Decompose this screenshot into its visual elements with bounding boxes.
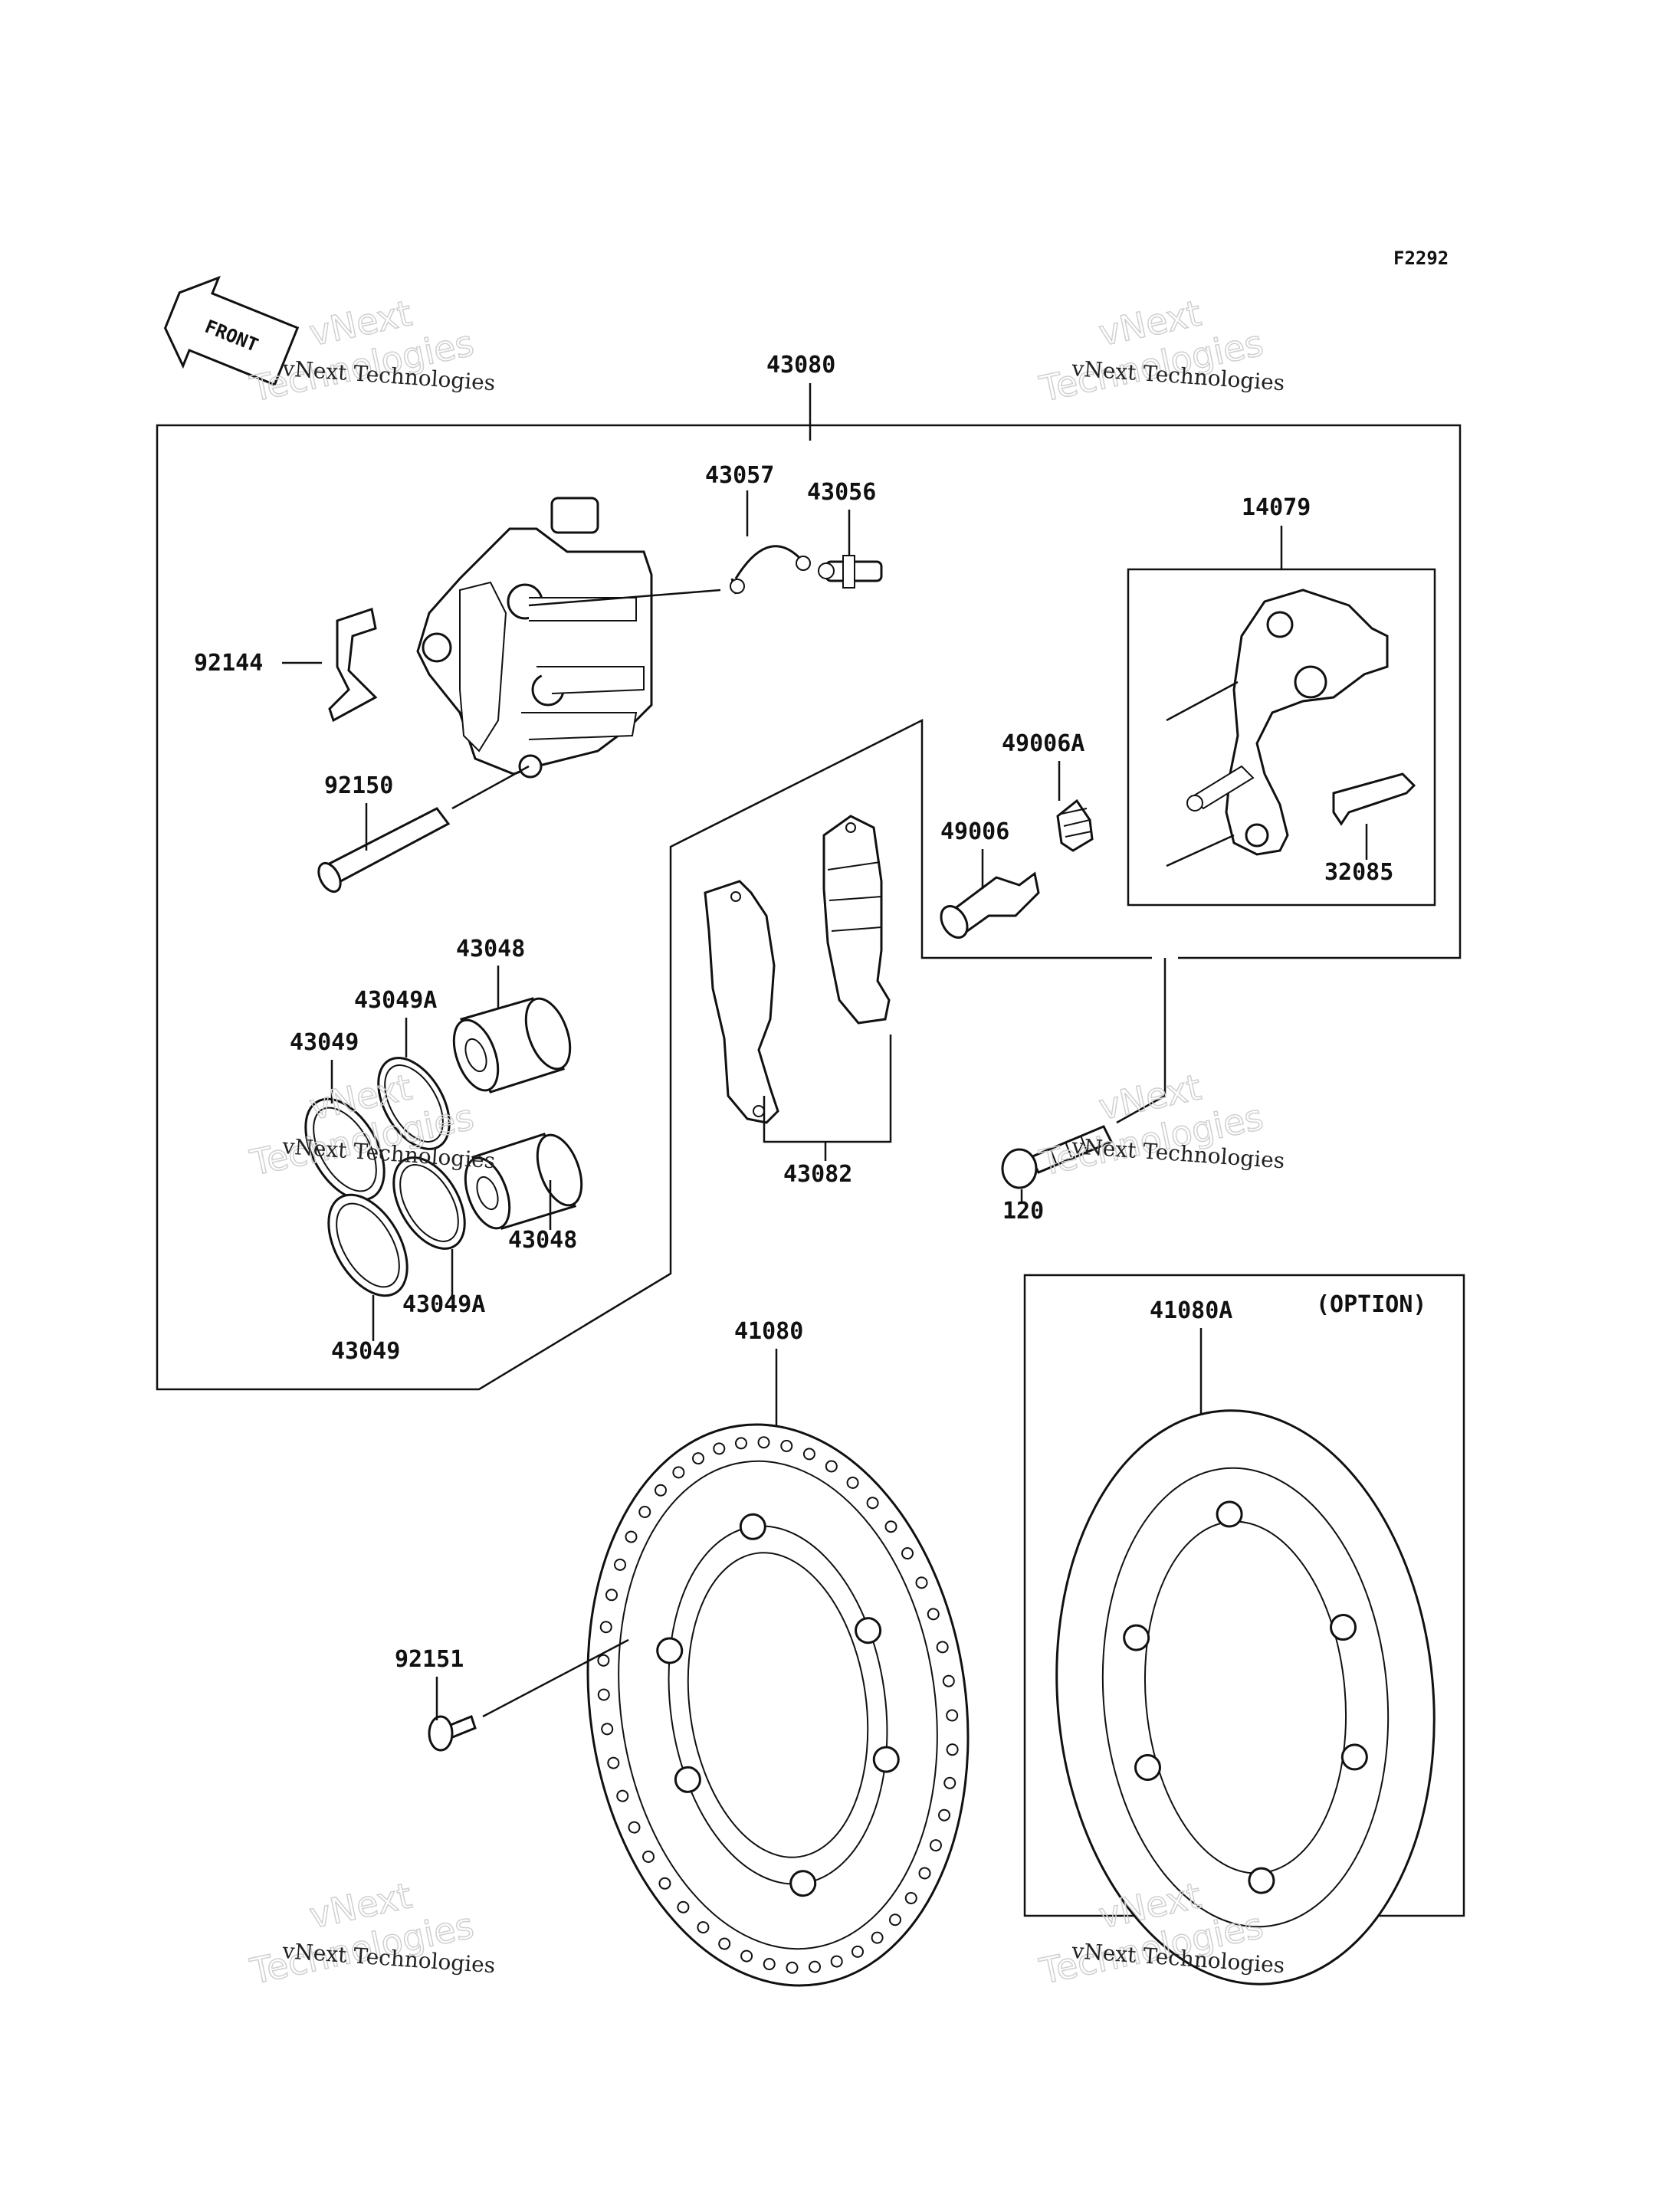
drill-hole — [691, 1452, 704, 1465]
part-label-41080A: 41080A — [1150, 1297, 1232, 1324]
drill-hole — [825, 1460, 838, 1473]
drill-hole — [718, 1937, 731, 1950]
part-label-43080: 43080 — [766, 352, 835, 379]
spring-32085 — [1332, 772, 1416, 826]
part-label-49006A: 49006A — [1002, 730, 1084, 757]
part-label-120: 120 — [1002, 1198, 1044, 1225]
drill-hole — [780, 1439, 793, 1452]
drill-hole — [628, 1821, 641, 1834]
brake-pad-right — [822, 815, 891, 1025]
drill-hole — [614, 1558, 627, 1571]
drill-hole — [757, 1436, 770, 1449]
drill-hole — [607, 1756, 620, 1769]
drill-hole — [642, 1850, 655, 1863]
front-arrow-icon: FRONT — [163, 275, 300, 386]
drill-hole — [658, 1877, 671, 1890]
part-label-92151: 92151 — [395, 1646, 464, 1673]
drill-hole — [918, 1867, 931, 1880]
part-label-49006: 49006 — [940, 818, 1009, 845]
part-label-43048-upper: 43048 — [456, 936, 525, 962]
drill-hole — [830, 1955, 843, 1968]
drill-hole — [851, 1945, 865, 1958]
drill-hole — [809, 1960, 822, 1973]
drill-hole — [942, 1674, 955, 1687]
drill-hole — [763, 1958, 776, 1971]
drill-hole — [625, 1530, 638, 1543]
drill-hole — [802, 1448, 815, 1461]
drill-hole — [672, 1466, 685, 1479]
drill-hole — [866, 1497, 879, 1510]
clip-43057 — [730, 545, 811, 595]
drill-hole — [888, 1913, 901, 1926]
piston-43048-upper — [452, 997, 572, 1094]
bleeder-valve-43056 — [818, 555, 883, 589]
drill-hole — [936, 1641, 949, 1654]
part-label-43049-upper: 43049 — [290, 1029, 359, 1056]
drill-hole — [904, 1891, 917, 1904]
brake-caliper-body — [416, 497, 653, 779]
part-label-41080: 41080 — [734, 1318, 803, 1345]
seal-43049A-lower — [392, 1156, 466, 1250]
part-label-14079: 14079 — [1242, 494, 1311, 521]
drill-hole — [846, 1476, 859, 1489]
drill-hole — [599, 1621, 612, 1634]
boot-49006A — [1056, 798, 1094, 852]
drill-hole — [601, 1723, 614, 1736]
drill-hole — [927, 1608, 940, 1621]
part-label-43048-lower: 43048 — [508, 1227, 577, 1254]
drill-hole — [677, 1900, 690, 1913]
brake-disc-41080A — [1055, 1409, 1436, 1985]
drill-hole — [946, 1743, 959, 1756]
drill-hole — [871, 1931, 884, 1944]
part-label-43057: 43057 — [705, 462, 774, 489]
brake-disc-41080 — [586, 1423, 970, 1987]
option-label: (OPTION) — [1316, 1291, 1427, 1318]
piston-43048-lower — [464, 1133, 583, 1230]
disc-drill-holes — [597, 1436, 959, 1974]
drill-hole — [786, 1961, 799, 1974]
drill-hole — [884, 1520, 897, 1533]
spring-92144 — [328, 608, 378, 723]
drill-hole — [655, 1484, 668, 1497]
part-label-43049-lower: 43049 — [331, 1338, 400, 1365]
drill-hole — [943, 1776, 956, 1789]
part-label-92150: 92150 — [324, 772, 393, 799]
drill-hole — [713, 1442, 726, 1455]
brake-pad-left — [704, 880, 779, 1124]
seal-43049-lower — [327, 1193, 409, 1297]
seal-43049A-upper — [377, 1057, 451, 1150]
bolt-120 — [1001, 1125, 1114, 1189]
caliper-assembly-frame — [156, 424, 1462, 1391]
drill-hole — [901, 1547, 914, 1560]
figure-code: F2292 — [1393, 248, 1449, 269]
part-label-43082: 43082 — [783, 1161, 852, 1188]
drill-hole — [929, 1839, 942, 1852]
bolt-92151 — [428, 1715, 477, 1752]
drill-hole — [938, 1808, 951, 1822]
part-label-43049A-lower: 43049A — [402, 1291, 485, 1318]
drill-hole — [638, 1506, 651, 1519]
part-label-32085: 32085 — [1324, 859, 1393, 886]
drill-hole — [605, 1589, 618, 1602]
drill-hole — [697, 1921, 710, 1934]
seal-43049-upper — [304, 1097, 386, 1202]
drill-hole — [946, 1709, 959, 1722]
part-label-43056: 43056 — [807, 479, 876, 506]
caliper-bracket-14079 — [1186, 589, 1389, 856]
part-label-43049A-upper: 43049A — [354, 987, 437, 1014]
pin-49006 — [940, 871, 1040, 939]
drill-hole — [740, 1949, 753, 1963]
drill-hole — [597, 1688, 610, 1701]
drill-hole — [915, 1576, 928, 1589]
drill-hole — [734, 1437, 747, 1450]
pin-92150 — [317, 807, 451, 894]
drill-hole — [616, 1789, 629, 1802]
part-label-92144: 92144 — [194, 650, 263, 677]
drill-hole — [597, 1654, 610, 1667]
